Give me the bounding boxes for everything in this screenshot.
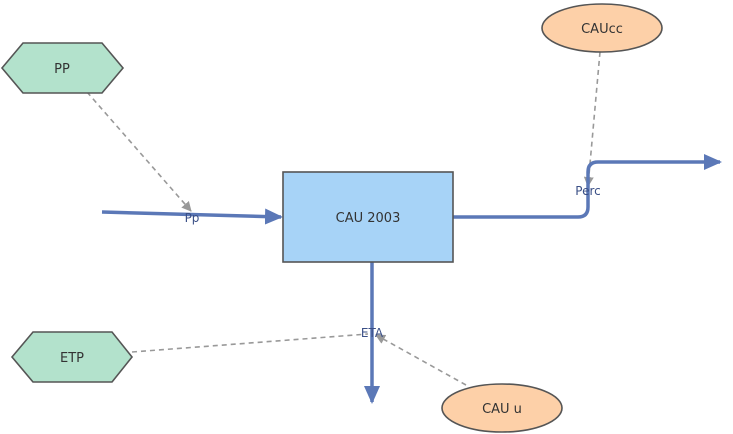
link-etp-to-eta — [131, 333, 369, 353]
pp-label: PP — [54, 62, 70, 77]
stock-box[interactable] — [282, 171, 454, 263]
flow-inflow-pipe — [101, 208, 283, 225]
flow-inflow-label[interactable]: Pp — [185, 211, 200, 225]
flow-outflow-down-label[interactable]: ETA — [361, 326, 384, 340]
flow-outflow-right-label[interactable]: Perc — [575, 184, 600, 198]
cau-u-label: CAU u — [482, 402, 522, 417]
link-pp-to-inflow — [86, 91, 192, 212]
etp-hexagon[interactable] — [10, 331, 134, 383]
flow-outflow-right-pipe — [453, 154, 722, 219]
etp-label: ETP — [60, 351, 84, 366]
cau-u-ellipse[interactable] — [441, 383, 563, 433]
caucc-label: CAUcc — [581, 22, 623, 37]
stock-label: CAU 2003 — [336, 211, 401, 226]
link-cau-u-to-eta — [375, 334, 467, 386]
caucc-ellipse[interactable] — [541, 3, 663, 53]
pp-hexagon[interactable] — [0, 42, 125, 94]
